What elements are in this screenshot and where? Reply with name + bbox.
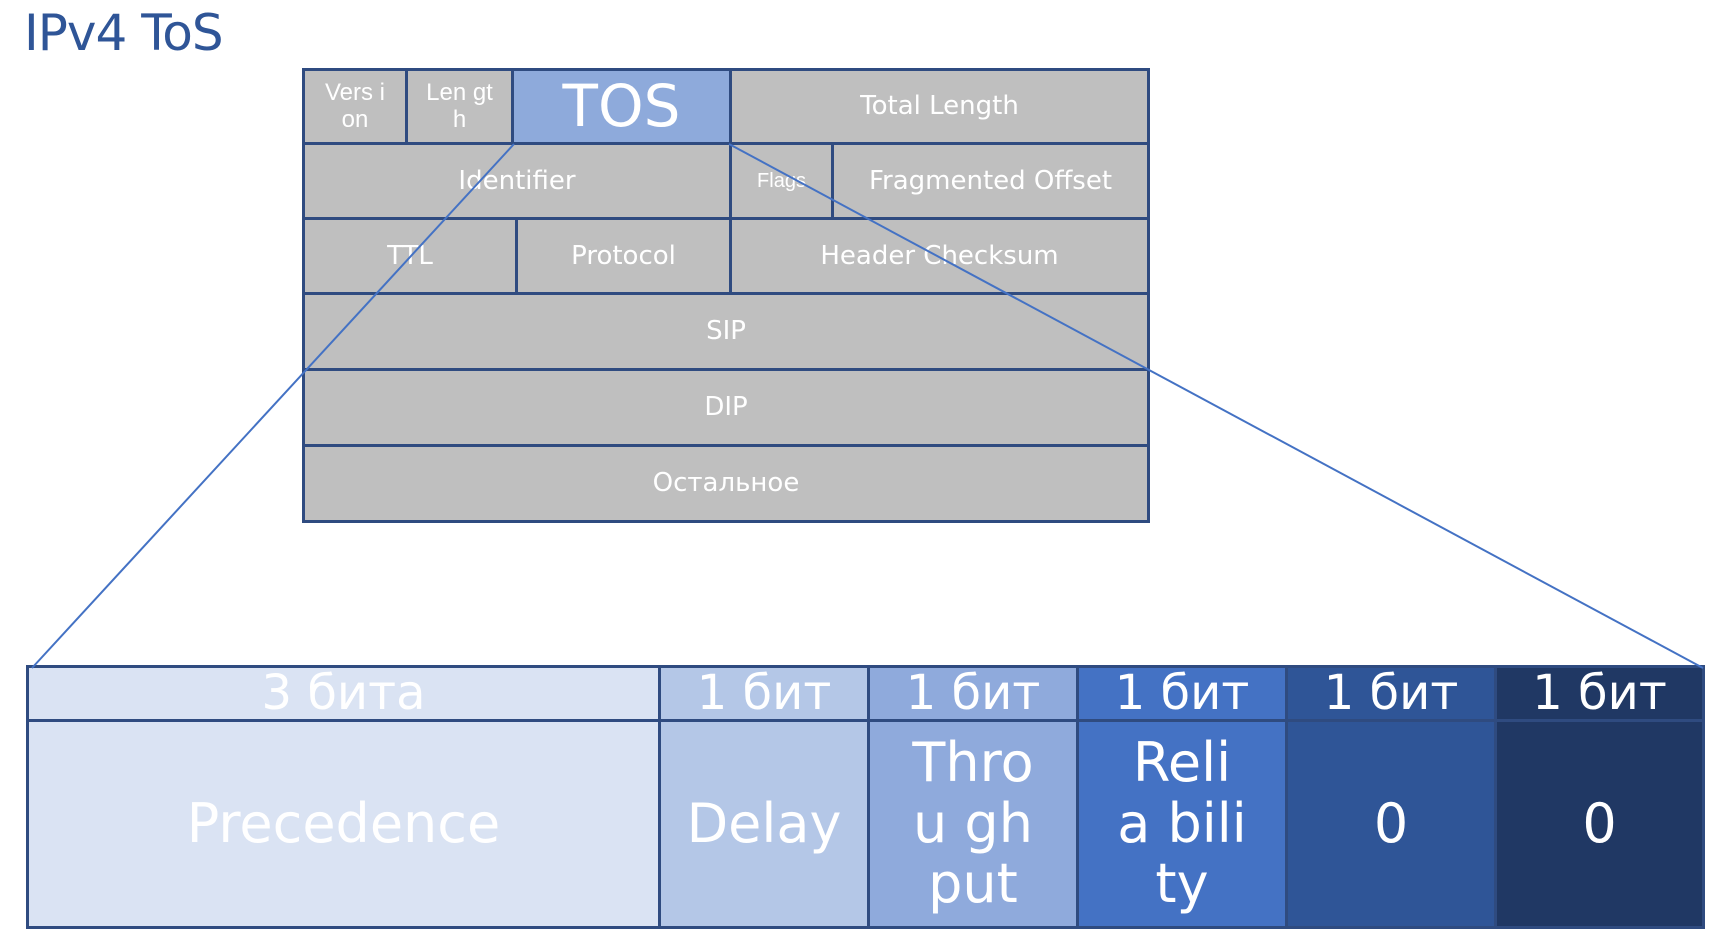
- field-protocol: Protocol: [515, 217, 732, 295]
- field-rest: Остальное: [302, 444, 1150, 523]
- field-tos: TOS: [511, 68, 732, 145]
- field-identifier: Identifier: [302, 142, 732, 220]
- field-sip: SIP: [302, 292, 1150, 371]
- field-version: Vers ion: [302, 68, 408, 145]
- bit-reliability: Relia bility: [1076, 719, 1288, 929]
- bit-precedence: Precedence: [26, 719, 661, 929]
- bit-size-reserved-1: 1 бит: [1285, 665, 1497, 722]
- bit-throughput: Throu ghput: [867, 719, 1079, 929]
- field-header-checksum: Header Checksum: [729, 217, 1150, 295]
- field-length: Len gth: [405, 68, 514, 145]
- bit-size-reserved-2: 1 бит: [1494, 665, 1705, 722]
- field-fragmented-offset: Fragmented Offset: [831, 142, 1150, 220]
- field-flags: Flags: [729, 142, 834, 220]
- bit-size-throughput: 1 бит: [867, 665, 1079, 722]
- bit-size-precedence: 3 бита: [26, 665, 661, 722]
- field-dip: DIP: [302, 368, 1150, 447]
- bit-reserved-2: 0: [1494, 719, 1705, 929]
- bit-delay: Delay: [658, 719, 870, 929]
- field-total-length: Total Length: [729, 68, 1150, 145]
- bit-reserved-1: 0: [1285, 719, 1497, 929]
- page-title: IPv4 ToS: [24, 4, 224, 62]
- field-ttl: TTL: [302, 217, 518, 295]
- bit-size-reliability: 1 бит: [1076, 665, 1288, 722]
- bit-size-delay: 1 бит: [658, 665, 870, 722]
